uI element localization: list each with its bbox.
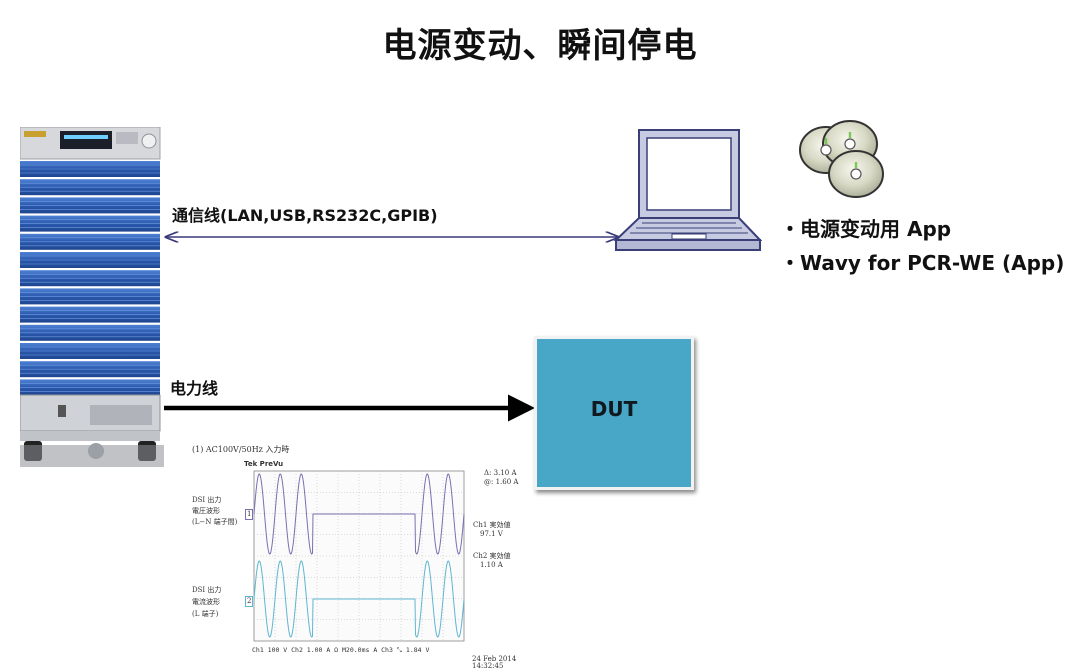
cursor-at: @: 1.60 A: [484, 478, 519, 486]
cursor-delta: Δ: 3.10 A: [484, 469, 517, 477]
power-supply-unit: [20, 127, 164, 467]
ch1-desc-3: (L−N 端子間): [192, 518, 238, 526]
scope-time: 14:32:45: [472, 662, 504, 670]
comm-line-label: 通信线(LAN,USB,RS232C,GPIB): [172, 206, 438, 225]
ch2-desc-1: DSI 出力: [192, 586, 222, 594]
software-discs-icon: [799, 120, 884, 198]
ch1-rms-label: Ch1 実効値: [473, 521, 511, 529]
ch2-current-waveform: [253, 560, 465, 638]
ch2-rms-value: 1.10 A: [480, 561, 503, 569]
page-title: 电源变动、瞬间停电: [382, 26, 698, 66]
dut-box: DUT: [534, 336, 694, 490]
app-list: ・电源变动用 App ・Wavy for PCR-WE (App): [780, 212, 1064, 280]
power-line-label: 电力线: [170, 379, 219, 398]
ch1-rms-value: 97.1 V: [480, 530, 503, 538]
app-item-wavy: ・Wavy for PCR-WE (App): [780, 251, 1065, 275]
ch1-desc-1: DSI 出力: [192, 496, 222, 504]
scope-brand: Tek PreVu: [244, 460, 284, 468]
laptop-icon: [613, 129, 762, 251]
ch1-desc-2: 電圧波形: [192, 507, 220, 515]
ch1-marker: 1: [245, 509, 254, 520]
scope-date: 24 Feb 2014: [472, 655, 517, 663]
ch2-desc-2: 電流波形: [192, 598, 220, 606]
oscilloscope-waveform: (1) AC100V/50Hz 入力時 Tek PreVu Δ: 3.10 A …: [186, 441, 526, 670]
dut-label: DUT: [590, 397, 638, 421]
scope-header: (1) AC100V/50Hz 入力時: [192, 445, 290, 454]
ch2-rms-label: Ch2 実効値: [473, 552, 511, 560]
ch2-marker: 2: [245, 596, 254, 607]
ch2-desc-3: (L 端子): [192, 610, 219, 618]
scope-footer: Ch1 100 V Ch2 1.00 A Ω M20.0ms A Ch3 ⤡ 1…: [252, 646, 430, 654]
app-item-power-fluctuation: ・电源变动用 App: [780, 217, 952, 241]
ch1-voltage-waveform: [253, 473, 465, 555]
